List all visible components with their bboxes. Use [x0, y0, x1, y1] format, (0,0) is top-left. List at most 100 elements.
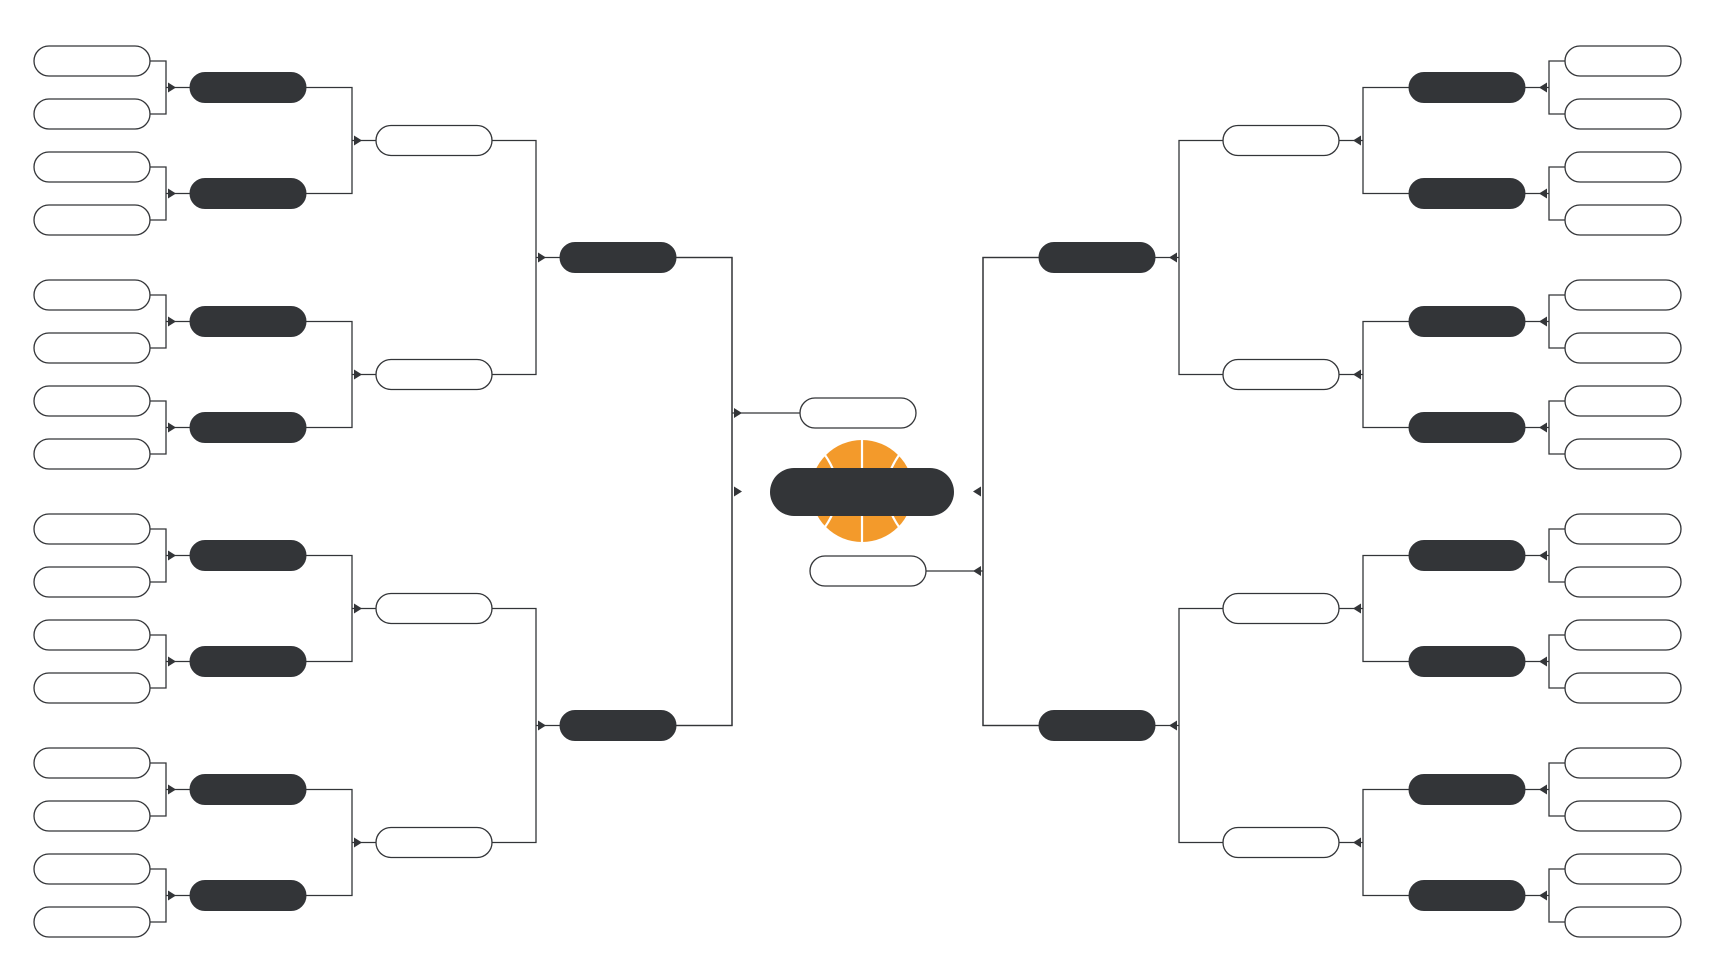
connector-arrow-right-r1-3	[1353, 837, 1361, 848]
connector-left-r1-0	[306, 86, 376, 195]
slot-right-round2-7[interactable]	[1408, 774, 1526, 805]
slot-left-round1-14[interactable]	[33, 800, 151, 832]
slot-left-round3-3[interactable]	[375, 592, 493, 625]
slot-right-round2-1[interactable]	[1408, 72, 1526, 103]
slot-right-round2-8[interactable]	[1408, 880, 1526, 911]
slot-left-round2-8[interactable]	[189, 880, 307, 911]
slot-right-round2-6[interactable]	[1408, 646, 1526, 677]
connector-arrow-left-r3-0	[734, 486, 742, 497]
connector-arrow-right-r0-3	[1539, 422, 1547, 433]
slot-left-round1-9[interactable]	[33, 513, 151, 545]
slot-right-round1-11[interactable]	[1564, 619, 1682, 651]
slot-right-round1-5[interactable]	[1564, 279, 1682, 311]
slot-right-round1-6[interactable]	[1564, 332, 1682, 364]
slot-left-round1-11[interactable]	[33, 619, 151, 651]
slot-right-round1-4[interactable]	[1564, 204, 1682, 236]
connector-right-r1-2	[1339, 554, 1409, 663]
connector-arrow-right-r1-2	[1353, 603, 1361, 614]
connector-arrow-right-r1-1	[1353, 369, 1361, 380]
finalist-right-slot[interactable]	[809, 555, 927, 587]
connector-arrow-right-r3-0	[973, 486, 981, 497]
connector-arrow-right-r2-0	[1169, 252, 1177, 263]
slot-left-round1-3[interactable]	[33, 151, 151, 183]
finalist-left-slot[interactable]	[799, 397, 917, 429]
slot-left-round1-1[interactable]	[33, 45, 151, 77]
slot-left-round2-7[interactable]	[189, 774, 307, 805]
slot-left-round3-1[interactable]	[375, 124, 493, 157]
slot-right-round4-2[interactable]	[1038, 710, 1156, 741]
connector-right-r3-0	[982, 256, 1039, 727]
slot-left-round2-4[interactable]	[189, 412, 307, 443]
bracket-slots	[33, 45, 1682, 938]
connector-left-r1-3	[306, 788, 376, 897]
slot-left-round1-2[interactable]	[33, 98, 151, 130]
slot-right-round4-1[interactable]	[1038, 242, 1156, 273]
slot-right-round2-4[interactable]	[1408, 412, 1526, 443]
slot-left-round1-4[interactable]	[33, 204, 151, 236]
slot-right-round3-4[interactable]	[1222, 826, 1340, 859]
connector-arrow-left-r0-1	[168, 188, 176, 199]
slot-right-round2-2[interactable]	[1408, 178, 1526, 209]
slot-left-round2-3[interactable]	[189, 306, 307, 337]
connector-arrow-right-r0-5	[1539, 656, 1547, 667]
connector-arrow-left-r0-2	[168, 316, 176, 327]
slot-left-round1-10[interactable]	[33, 566, 151, 598]
connector-arrow-right-r2-1	[1169, 720, 1177, 731]
slot-left-round3-2[interactable]	[375, 358, 493, 391]
slot-right-round1-8[interactable]	[1564, 438, 1682, 470]
slot-right-round2-5[interactable]	[1408, 540, 1526, 571]
slot-left-round1-5[interactable]	[33, 279, 151, 311]
connector-arrow-right-r0-2	[1539, 316, 1547, 327]
connector-arrow-left-final	[734, 408, 742, 418]
slot-right-round1-9[interactable]	[1564, 513, 1682, 545]
slot-right-round3-1[interactable]	[1222, 124, 1340, 157]
connector-arrow-left-r1-0	[354, 135, 362, 146]
slot-left-round2-2[interactable]	[189, 178, 307, 209]
slot-left-round2-5[interactable]	[189, 540, 307, 571]
slot-left-round1-8[interactable]	[33, 438, 151, 470]
connector-arrow-left-r0-5	[168, 656, 176, 667]
slot-left-round1-7[interactable]	[33, 385, 151, 417]
connector-arrow-right-final	[973, 566, 981, 576]
slot-left-round1-13[interactable]	[33, 747, 151, 779]
slot-right-round2-3[interactable]	[1408, 306, 1526, 337]
connector-arrow-right-r0-1	[1539, 188, 1547, 199]
bracket-arrows	[168, 82, 1547, 901]
slot-left-round1-6[interactable]	[33, 332, 151, 364]
slot-right-round1-10[interactable]	[1564, 566, 1682, 598]
slot-right-round1-1[interactable]	[1564, 45, 1682, 77]
connector-left-final	[676, 256, 800, 727]
connector-right-r1-3	[1339, 788, 1409, 897]
connector-arrow-right-r1-0	[1353, 135, 1361, 146]
slot-right-round1-12[interactable]	[1564, 672, 1682, 704]
slot-right-round1-3[interactable]	[1564, 151, 1682, 183]
slot-right-round1-7[interactable]	[1564, 385, 1682, 417]
connector-left-r1-2	[306, 554, 376, 663]
connector-arrow-left-r2-0	[538, 252, 546, 263]
slot-right-round1-14[interactable]	[1564, 800, 1682, 832]
connector-right-r2-0	[1155, 139, 1223, 376]
slot-left-round2-1[interactable]	[189, 72, 307, 103]
slot-left-round4-2[interactable]	[559, 710, 677, 741]
slot-left-round2-6[interactable]	[189, 646, 307, 677]
slot-left-round1-15[interactable]	[33, 853, 151, 885]
connector-left-r2-0	[492, 139, 560, 376]
slot-right-round1-16[interactable]	[1564, 906, 1682, 938]
slot-left-round1-12[interactable]	[33, 672, 151, 704]
slot-left-round4-1[interactable]	[559, 242, 677, 273]
connector-arrow-left-r1-3	[354, 837, 362, 848]
slot-right-round3-2[interactable]	[1222, 358, 1340, 391]
slot-right-round3-3[interactable]	[1222, 592, 1340, 625]
connector-arrow-right-r0-6	[1539, 784, 1547, 795]
slot-left-round3-4[interactable]	[375, 826, 493, 859]
champion-slot[interactable]	[770, 468, 954, 516]
slot-right-round1-15[interactable]	[1564, 853, 1682, 885]
connector-arrow-right-r0-4	[1539, 550, 1547, 561]
connector-right-r2-1	[1155, 607, 1223, 844]
slot-right-round1-2[interactable]	[1564, 98, 1682, 130]
slot-right-round1-13[interactable]	[1564, 747, 1682, 779]
connector-arrow-left-r2-1	[538, 720, 546, 731]
slot-left-round1-16[interactable]	[33, 906, 151, 938]
connector-arrow-left-r0-7	[168, 890, 176, 901]
